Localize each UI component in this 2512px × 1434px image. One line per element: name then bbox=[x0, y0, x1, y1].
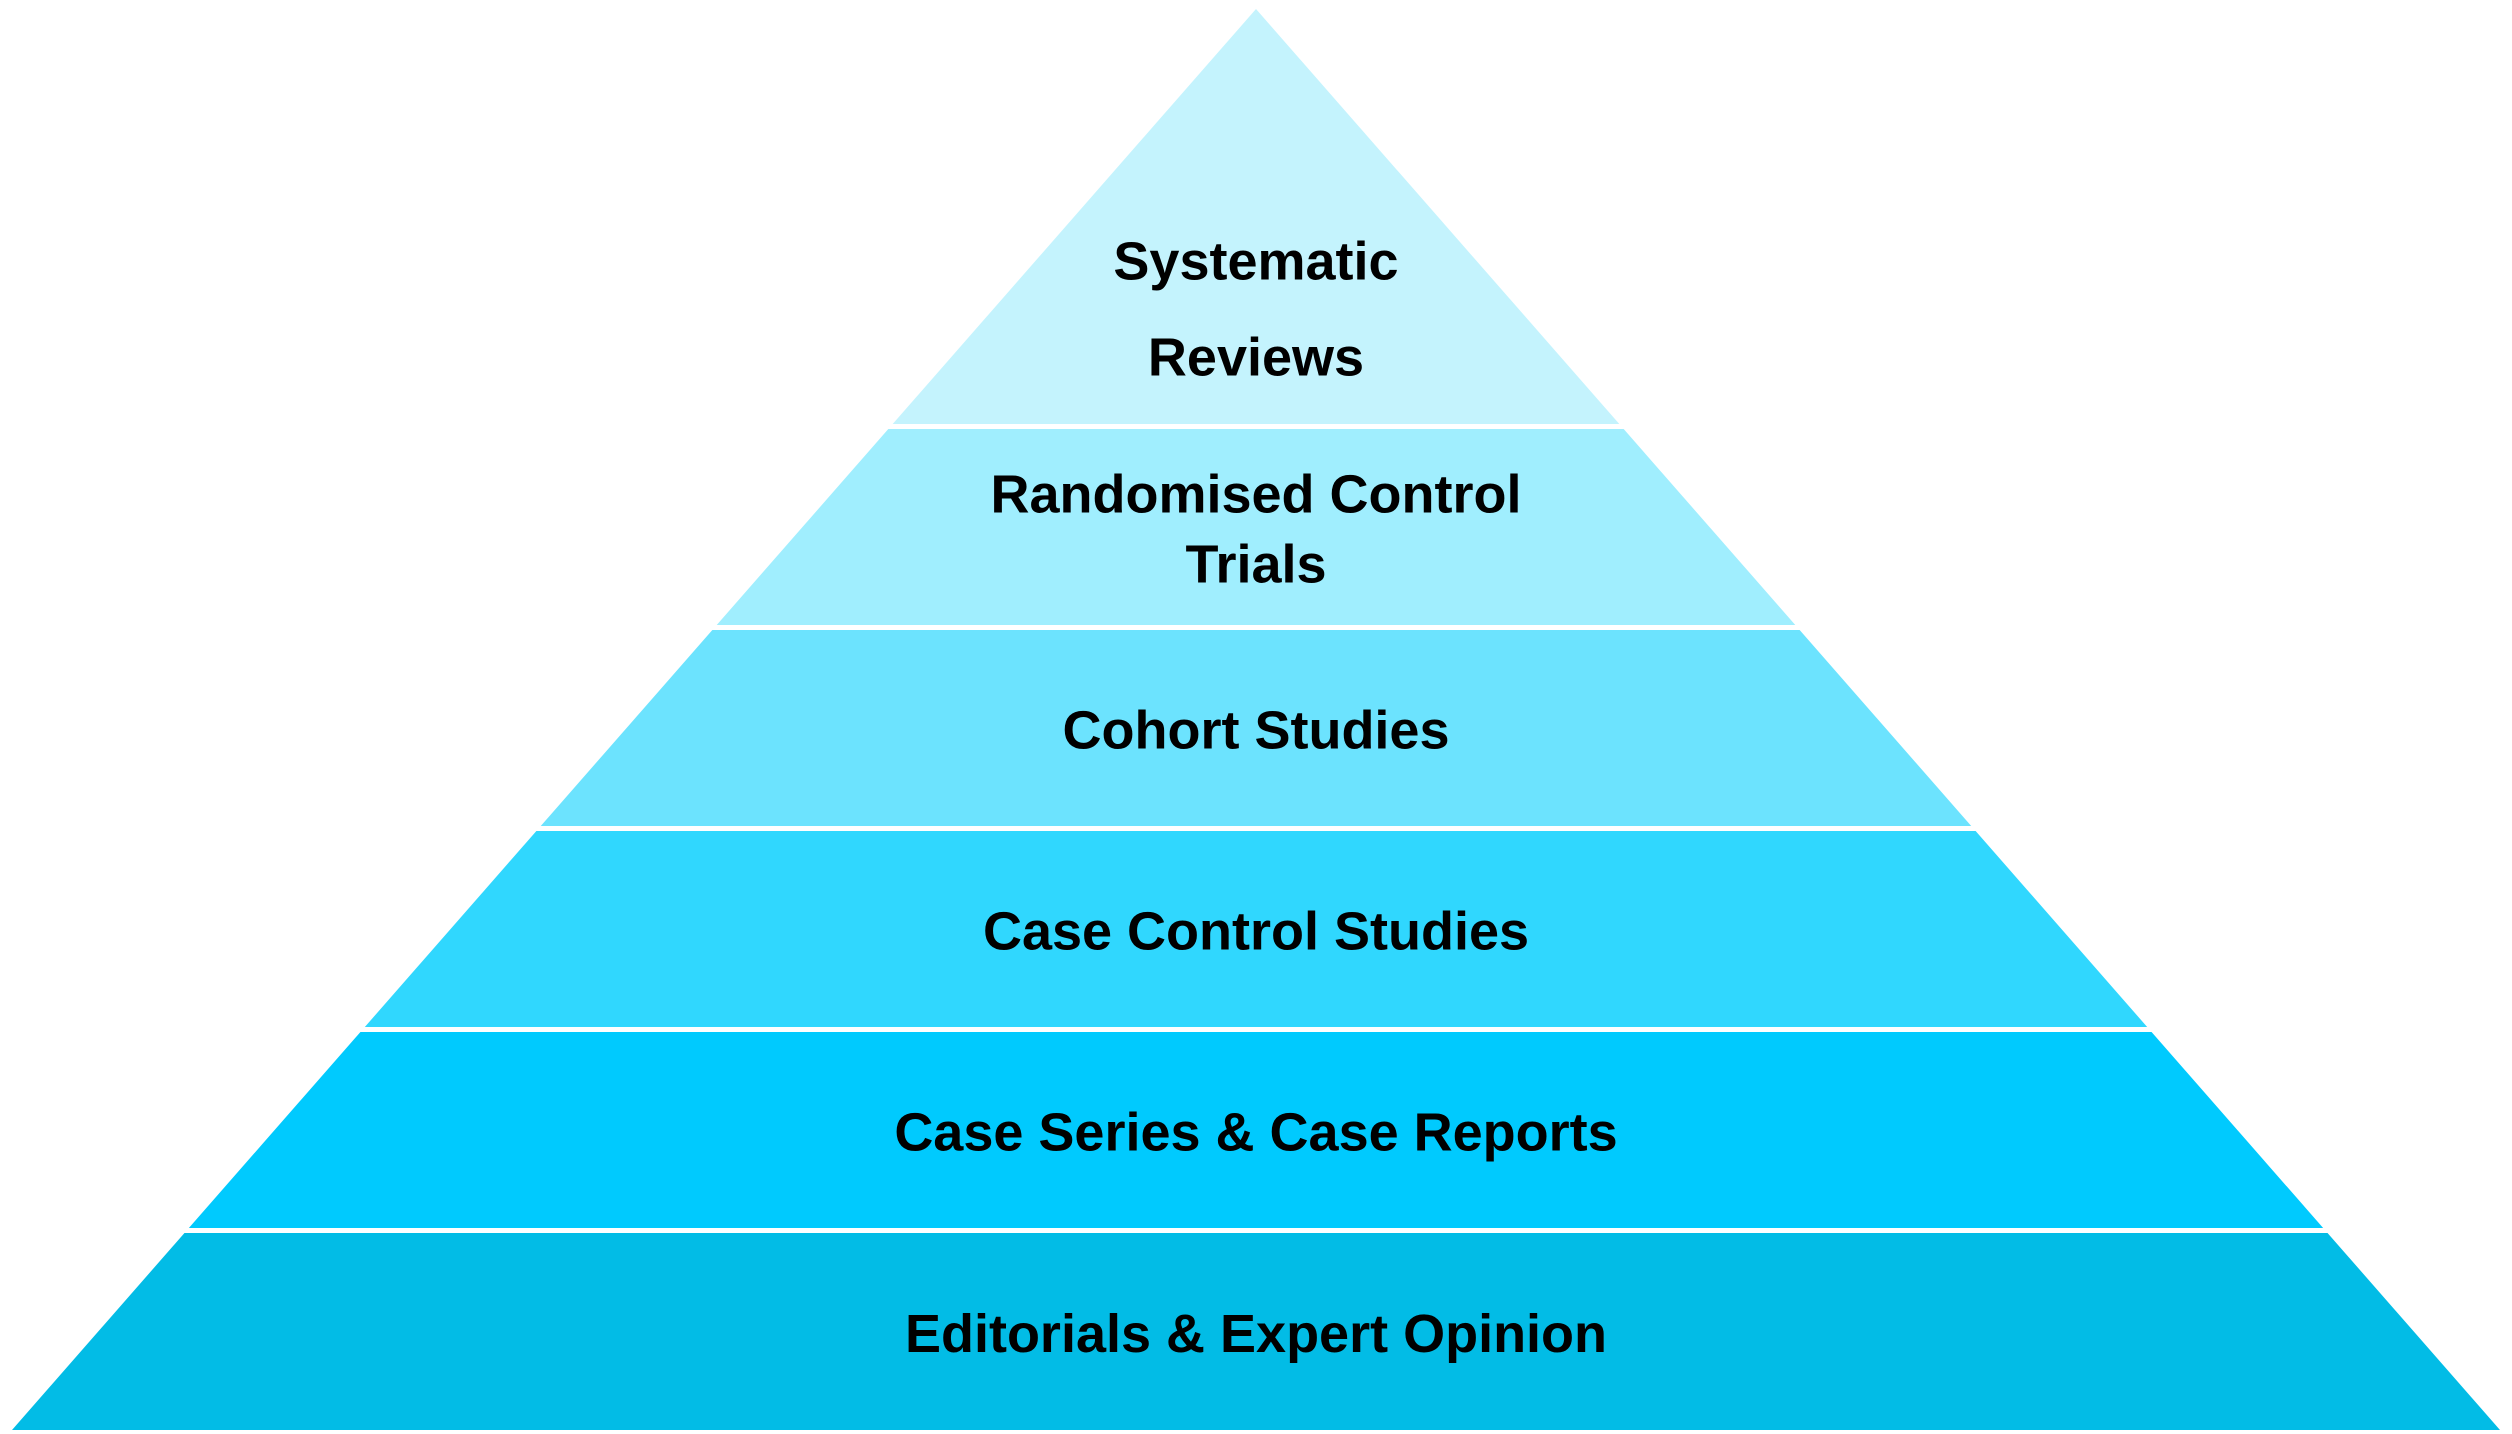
pyramid-layer-3-label: Cohort Studies bbox=[1063, 700, 1450, 760]
pyramid-layer-6 bbox=[12, 1233, 2500, 1430]
pyramid-layer-6-label: Editorials & Expert Opinion bbox=[905, 1304, 1607, 1364]
pyramid-layer-1-label: Reviews bbox=[1148, 327, 1364, 387]
pyramid-layer-2-label: Trials bbox=[1185, 534, 1326, 594]
pyramid-layer-2 bbox=[716, 429, 1796, 625]
pyramid-layer-5 bbox=[188, 1032, 2324, 1228]
pyramid-layers bbox=[12, 9, 2500, 1430]
pyramid-layer-3 bbox=[540, 630, 1972, 826]
pyramid-layer-1-label: Systematic bbox=[1113, 231, 1398, 291]
pyramid-layer-5-label: Case Series & Case Reports bbox=[894, 1102, 1617, 1162]
pyramid-layer-1 bbox=[892, 9, 1620, 424]
pyramid-layer-4 bbox=[364, 831, 2148, 1027]
pyramid-layer-2-label: Randomised Control bbox=[990, 464, 1521, 524]
pyramid-layer-4-label: Case Control Studies bbox=[983, 901, 1529, 961]
